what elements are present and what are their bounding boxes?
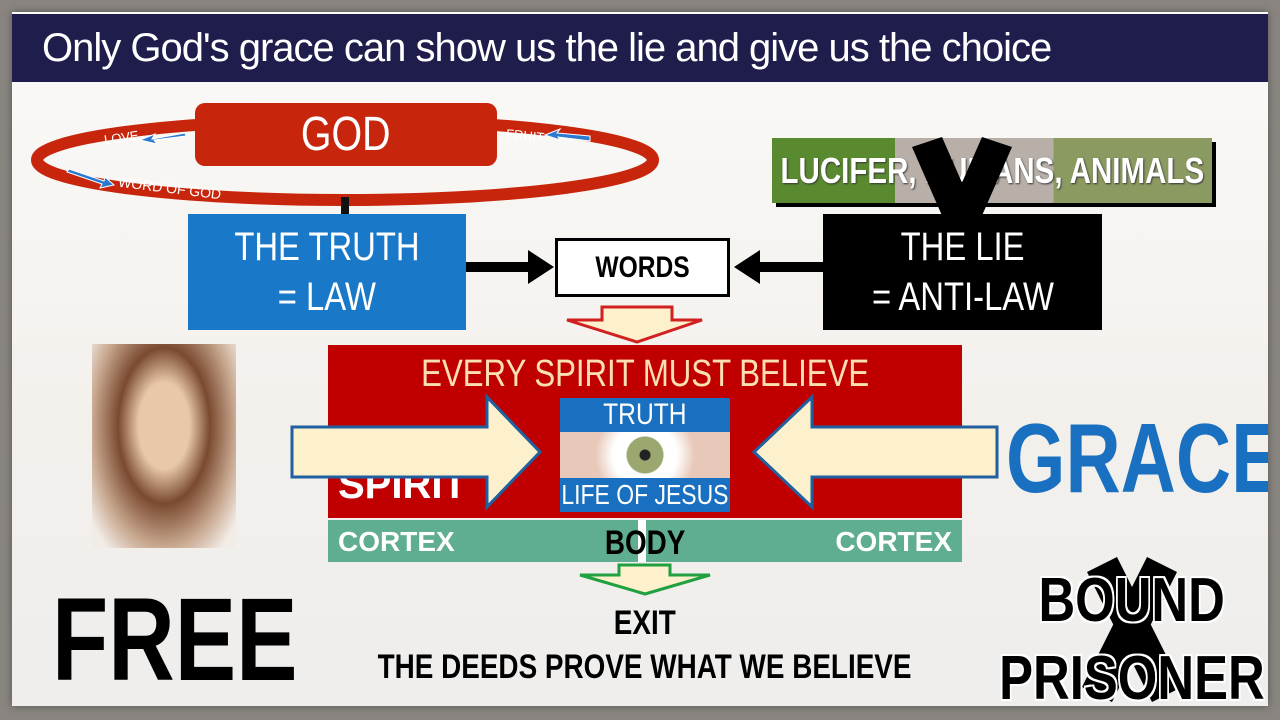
green-down-arrow	[579, 563, 711, 596]
arrow-lie-to-words	[734, 250, 824, 284]
truth-line1: THE TRUTH	[234, 225, 420, 269]
deeds-label: THE DEEDS PROVE WHAT WE BELIEVE	[378, 648, 912, 686]
cross-out-x-icon	[1082, 557, 1182, 702]
words-box: WORDS	[555, 238, 730, 297]
arrow-truth-to-words	[466, 250, 554, 284]
eye-panel: TRUTH LIFE OF JESUS	[560, 398, 730, 512]
slide-title: Only God's grace can show us the lie and…	[12, 14, 1268, 82]
body-label: BODY	[604, 524, 686, 562]
truth-line2: = LAW	[277, 275, 377, 319]
grace-arrows	[290, 393, 999, 511]
red-down-arrow	[566, 305, 703, 344]
lie-line1: THE LIE	[900, 225, 1025, 269]
cycle-arrows	[66, 127, 591, 189]
truth-label: TRUTH	[603, 398, 687, 431]
god-box: GOD	[195, 103, 497, 166]
truth-box: THE TRUTH = LAW	[188, 214, 466, 330]
cortex-right: CORTEX	[835, 526, 952, 557]
prisoner-label: PRISONER	[999, 644, 1265, 706]
free-label: FREE	[52, 574, 298, 706]
bound-label: BOUND	[1038, 566, 1226, 635]
right-arrow	[751, 393, 999, 511]
jesus-portrait	[92, 344, 236, 548]
lie-box: THE LIE = ANTI-LAW	[823, 214, 1102, 330]
left-arrow	[290, 393, 543, 511]
spirit-heading: EVERY SPIRIT MUST BELIEVE	[421, 353, 869, 395]
lie-line2: = ANTI-LAW	[871, 275, 1054, 319]
exit-label: EXIT	[614, 604, 676, 642]
slide: Only God's grace can show us the lie and…	[12, 12, 1268, 706]
life-of-jesus-label: LIFE OF JESUS	[561, 479, 729, 510]
cortex-left: CORTEX	[338, 526, 455, 557]
grace-label: GRACE	[1006, 403, 1268, 513]
words-label: WORDS	[595, 250, 690, 284]
connector-line	[341, 197, 349, 217]
body-bar: CORTEX BODY CORTEX	[328, 520, 962, 562]
bound-prisoner: BOUND PRISONER	[999, 562, 1265, 706]
god-label: GOD	[301, 108, 391, 161]
eye-image	[560, 432, 730, 478]
